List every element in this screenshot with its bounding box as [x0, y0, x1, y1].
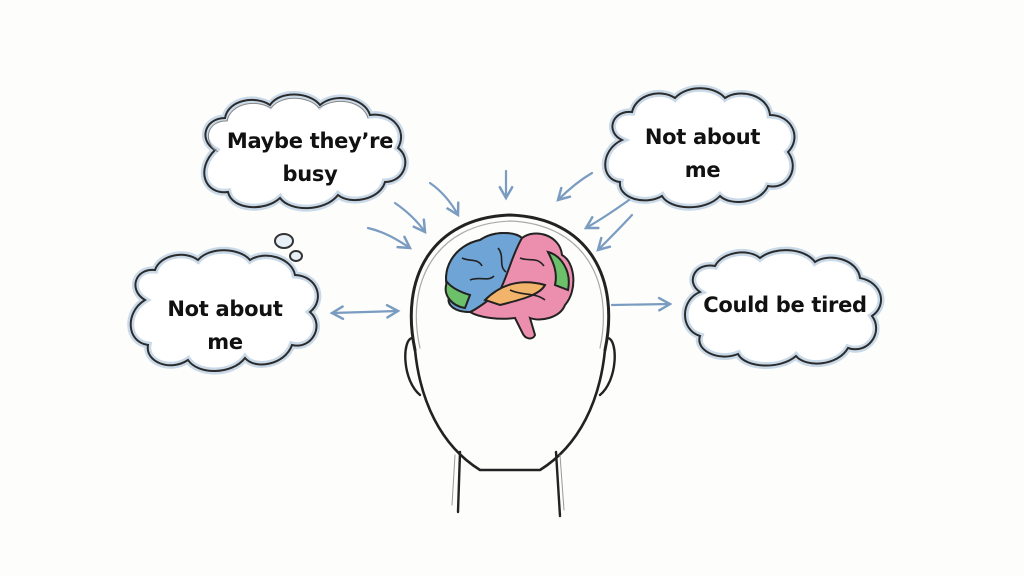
arrow-icon: [610, 296, 673, 312]
arrow-icon: [393, 201, 427, 235]
thought-cloud-mid-left: [127, 246, 322, 375]
arrow-icon: [329, 303, 401, 321]
thought-text-top-right: Not about me: [644, 125, 761, 182]
thought-text-mid-right: Could be tired: [703, 293, 867, 317]
arrow-icon: [596, 213, 634, 252]
arrow-icon: [583, 198, 631, 230]
arrow-icon: [556, 171, 594, 202]
arrow-icon: [366, 226, 413, 250]
thought-cloud-top-left: [200, 91, 409, 212]
thought-bubble-dots: [274, 233, 303, 262]
arrows: [329, 169, 673, 321]
thought-cloud-mid-right: [681, 246, 885, 370]
thought-cloud-top-right: [601, 84, 798, 211]
head-outline-icon: [404, 213, 616, 518]
arrow-icon: [428, 181, 460, 218]
thought-text-top-left: Maybe they’re busy: [226, 129, 394, 186]
brain-icon: [444, 232, 575, 340]
thought-text-mid-left: Not about me: [167, 297, 283, 354]
